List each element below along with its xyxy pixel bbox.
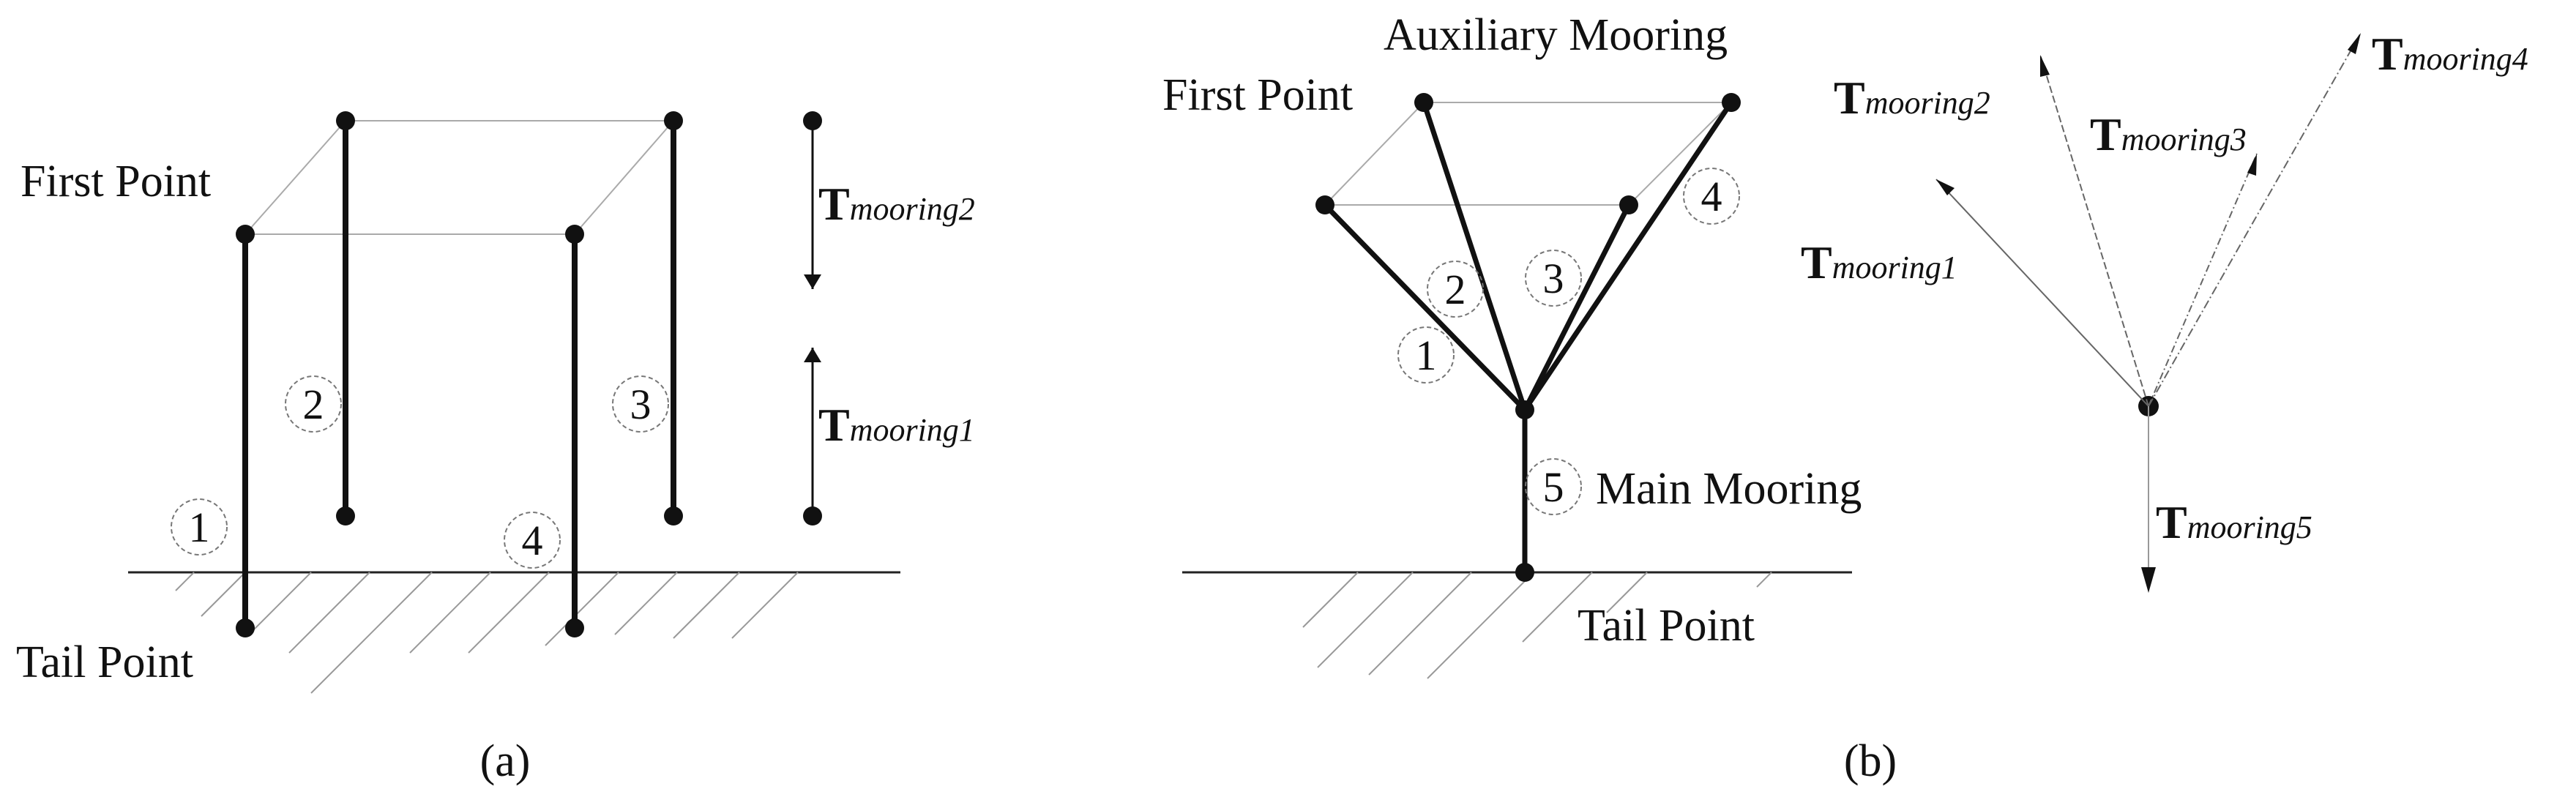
svg-text:1: 1 bbox=[1416, 332, 1437, 379]
aux-line-2 bbox=[1421, 101, 1528, 411]
buoy-frame-b bbox=[1324, 102, 1732, 206]
line-number-b2: 2 bbox=[1427, 261, 1484, 318]
seabed-hatching-b bbox=[1302, 572, 1772, 679]
caption-a: (a) bbox=[480, 736, 531, 786]
svg-text:2: 2 bbox=[303, 381, 324, 428]
line-number-b4: 4 bbox=[1683, 168, 1740, 225]
svg-text:3: 3 bbox=[630, 381, 652, 428]
aux-line-1 bbox=[1323, 203, 1527, 412]
svg-text:5: 5 bbox=[1543, 463, 1564, 511]
first-point-label-a: First Point bbox=[20, 157, 211, 206]
mooring-lines-a bbox=[242, 121, 676, 628]
force-line-mooring1 bbox=[1935, 179, 2149, 407]
line-number-2: 2 bbox=[285, 375, 342, 433]
mooring-nodes-a bbox=[236, 111, 683, 637]
aux-line-3 bbox=[1522, 203, 1632, 411]
auxiliary-mooring-lines bbox=[1323, 101, 1733, 572]
svg-text:1: 1 bbox=[189, 504, 210, 551]
svg-text:4: 4 bbox=[522, 517, 543, 564]
line-number-b1: 1 bbox=[1397, 326, 1455, 384]
force-diagram-b: Tmooring2 Tmooring3 Tmooring4 Tmooring1 … bbox=[1801, 28, 2528, 593]
seabed-hatching bbox=[175, 572, 799, 694]
line-number-b3: 3 bbox=[1525, 250, 1582, 307]
first-point-label-b: First Point bbox=[1162, 70, 1353, 120]
line-number-b5: 5 bbox=[1525, 458, 1582, 515]
svg-text:Tmooring2: Tmooring2 bbox=[818, 178, 975, 230]
buoy-frame bbox=[244, 120, 674, 235]
svg-text:Tmooring1: Tmooring1 bbox=[818, 399, 975, 451]
force-label-mooring4-b: Tmooring4 bbox=[2372, 28, 2528, 80]
svg-text:3: 3 bbox=[1543, 255, 1564, 302]
force-label-mooring2-b: Tmooring2 bbox=[1834, 72, 1990, 124]
tail-point-label-b: Tail Point bbox=[1578, 601, 1755, 651]
force-line-mooring4 bbox=[2148, 32, 2362, 407]
svg-text:4: 4 bbox=[1701, 173, 1722, 220]
aux-line-4 bbox=[1523, 101, 1733, 411]
svg-text:2: 2 bbox=[1445, 266, 1466, 313]
force-line-mooring3 bbox=[2148, 153, 2258, 407]
mooring-nodes-b bbox=[1315, 93, 1741, 582]
panel-a: 1 2 3 4 First Point Tail Point Tmooring2 bbox=[16, 111, 975, 786]
line-number-1: 1 bbox=[171, 498, 228, 556]
tail-point-label-a: Tail Point bbox=[16, 637, 193, 687]
force-line-mooring2 bbox=[2039, 54, 2149, 407]
force-label-mooring1-b: Tmooring1 bbox=[1801, 236, 1957, 288]
auxiliary-mooring-label: Auxiliary Mooring bbox=[1384, 10, 1728, 60]
force-label-mooring3-b: Tmooring3 bbox=[2090, 108, 2247, 160]
main-mooring-label: Main Mooring bbox=[1596, 464, 1862, 514]
line-number-4: 4 bbox=[504, 512, 561, 569]
panel-b: 1 2 3 4 5 Auxiliary Mooring First Point … bbox=[1162, 10, 1897, 786]
force-arrow-mooring1-a: Tmooring1 bbox=[803, 348, 975, 525]
force-arrow-mooring2-a: Tmooring2 bbox=[803, 111, 975, 289]
caption-b: (b) bbox=[1844, 736, 1897, 786]
force-label-mooring5-b: Tmooring5 bbox=[2156, 496, 2312, 548]
line-number-3: 3 bbox=[612, 375, 669, 433]
